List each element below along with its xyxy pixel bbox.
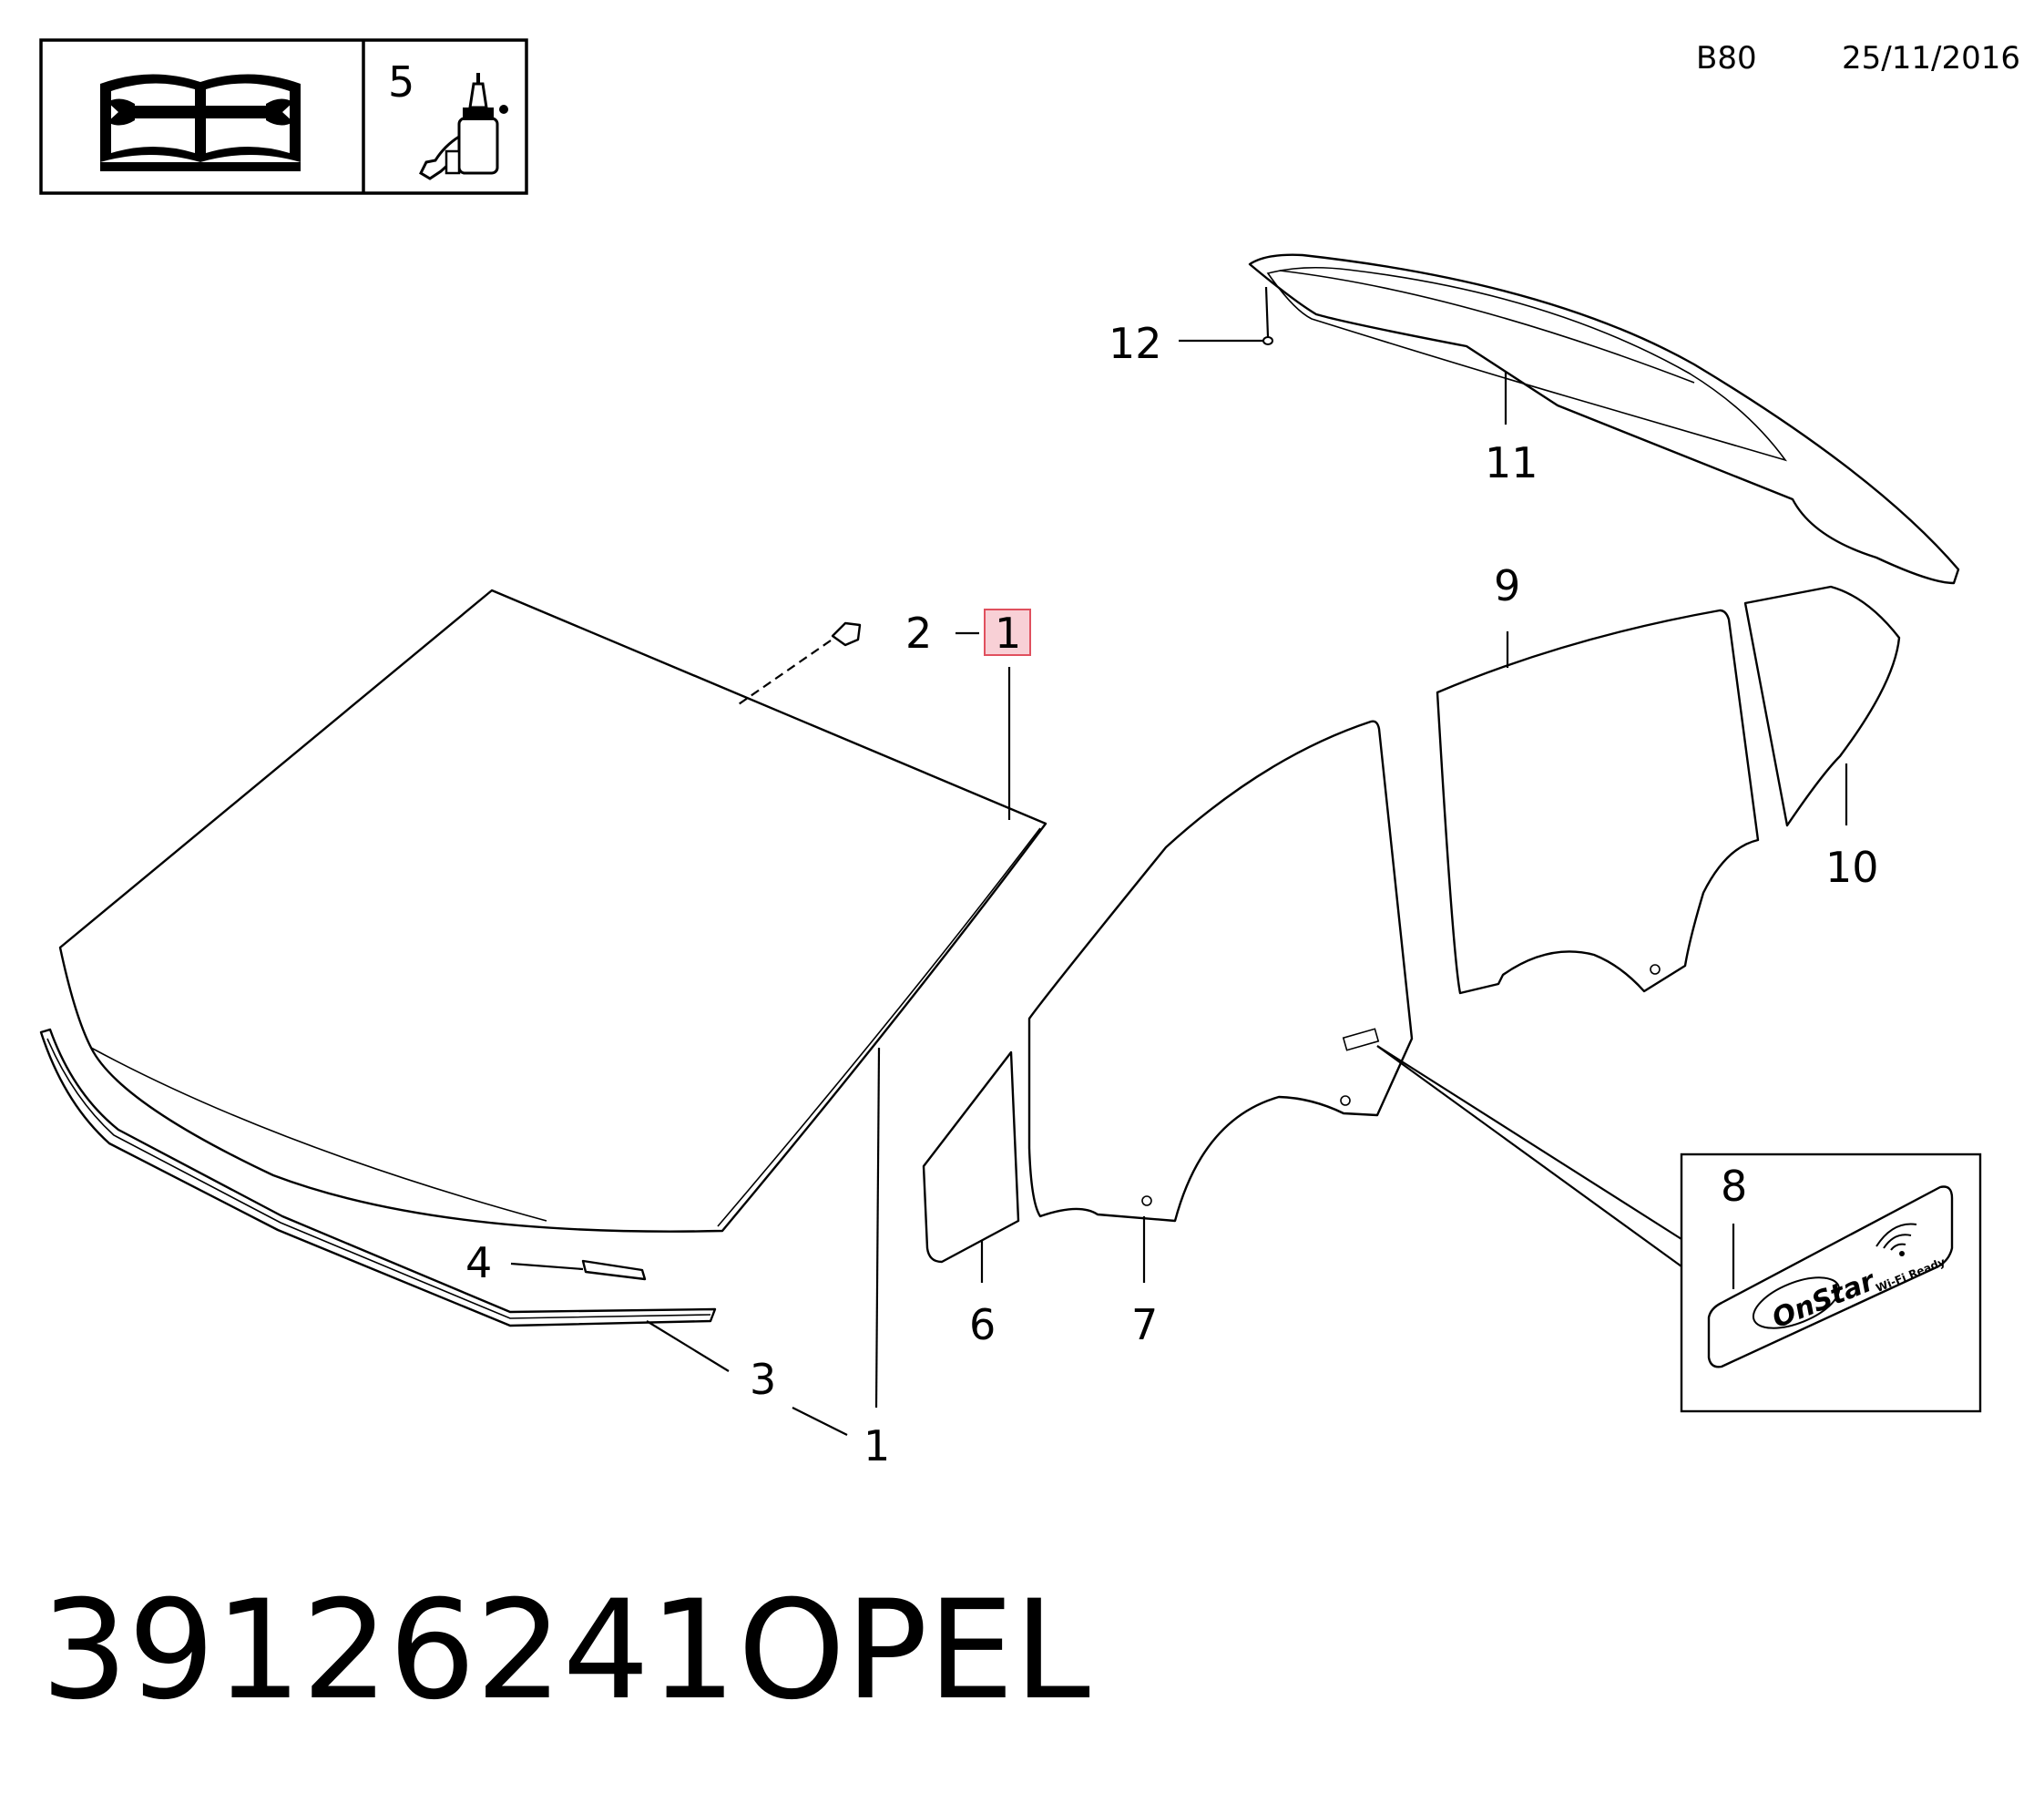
diagram-code: B80 — [1696, 40, 1757, 77]
callout-6[interactable]: 6 — [969, 1300, 996, 1349]
legend-number: 5 — [388, 57, 414, 107]
wifi-icon — [1875, 1223, 1917, 1256]
callout-10[interactable]: 10 — [1825, 843, 1879, 892]
callout-7[interactable]: 7 — [1131, 1300, 1158, 1349]
callout-1[interactable]: 1 — [864, 1421, 890, 1470]
retaining-clip — [1262, 286, 1273, 345]
callout-11[interactable]: 11 — [1485, 438, 1538, 487]
callout-12[interactable]: 12 — [1109, 319, 1162, 368]
rear-window — [1248, 253, 1960, 585]
callout-2[interactable]: 2 — [905, 609, 932, 658]
windshield — [58, 589, 1048, 1233]
wifi-ready-text: Wi-Fi Ready — [1874, 1255, 1947, 1295]
callout-3[interactable]: 3 — [750, 1355, 776, 1404]
diagram-date: 25/11/2016 — [1842, 40, 2020, 77]
rear-door-glass — [1436, 609, 1760, 995]
rain-sensor — [735, 621, 862, 707]
selected-callout-highlight — [985, 610, 1030, 655]
footer-brand: OPEL — [738, 1572, 1090, 1730]
badge-inset-box — [1376, 1045, 1982, 1413]
front-vent-glass — [922, 1050, 1020, 1264]
adhesive-bottle-icon — [419, 73, 508, 180]
onstar-logo-text: OnStar — [1768, 1265, 1881, 1335]
footer-part-number: 39126241 — [41, 1572, 736, 1730]
onstar-badge: OnStar Wi-Fi Ready — [1707, 1185, 1954, 1368]
front-door-glass — [1027, 720, 1414, 1223]
leader-lines — [510, 339, 1848, 1436]
rear-quarter-glass — [1743, 585, 1901, 827]
callout-4[interactable]: 4 — [465, 1238, 492, 1287]
manual-wrench-icon — [100, 74, 301, 171]
callout-1-selected[interactable]: 1 — [995, 609, 1021, 658]
windshield-lower-molding — [39, 1028, 717, 1327]
trim-strip — [581, 1259, 647, 1281]
callout-9[interactable]: 9 — [1494, 561, 1520, 610]
callout-8[interactable]: 8 — [1721, 1162, 1747, 1211]
legend-box: 5 — [39, 38, 528, 195]
selected-callout-border — [984, 609, 1031, 656]
